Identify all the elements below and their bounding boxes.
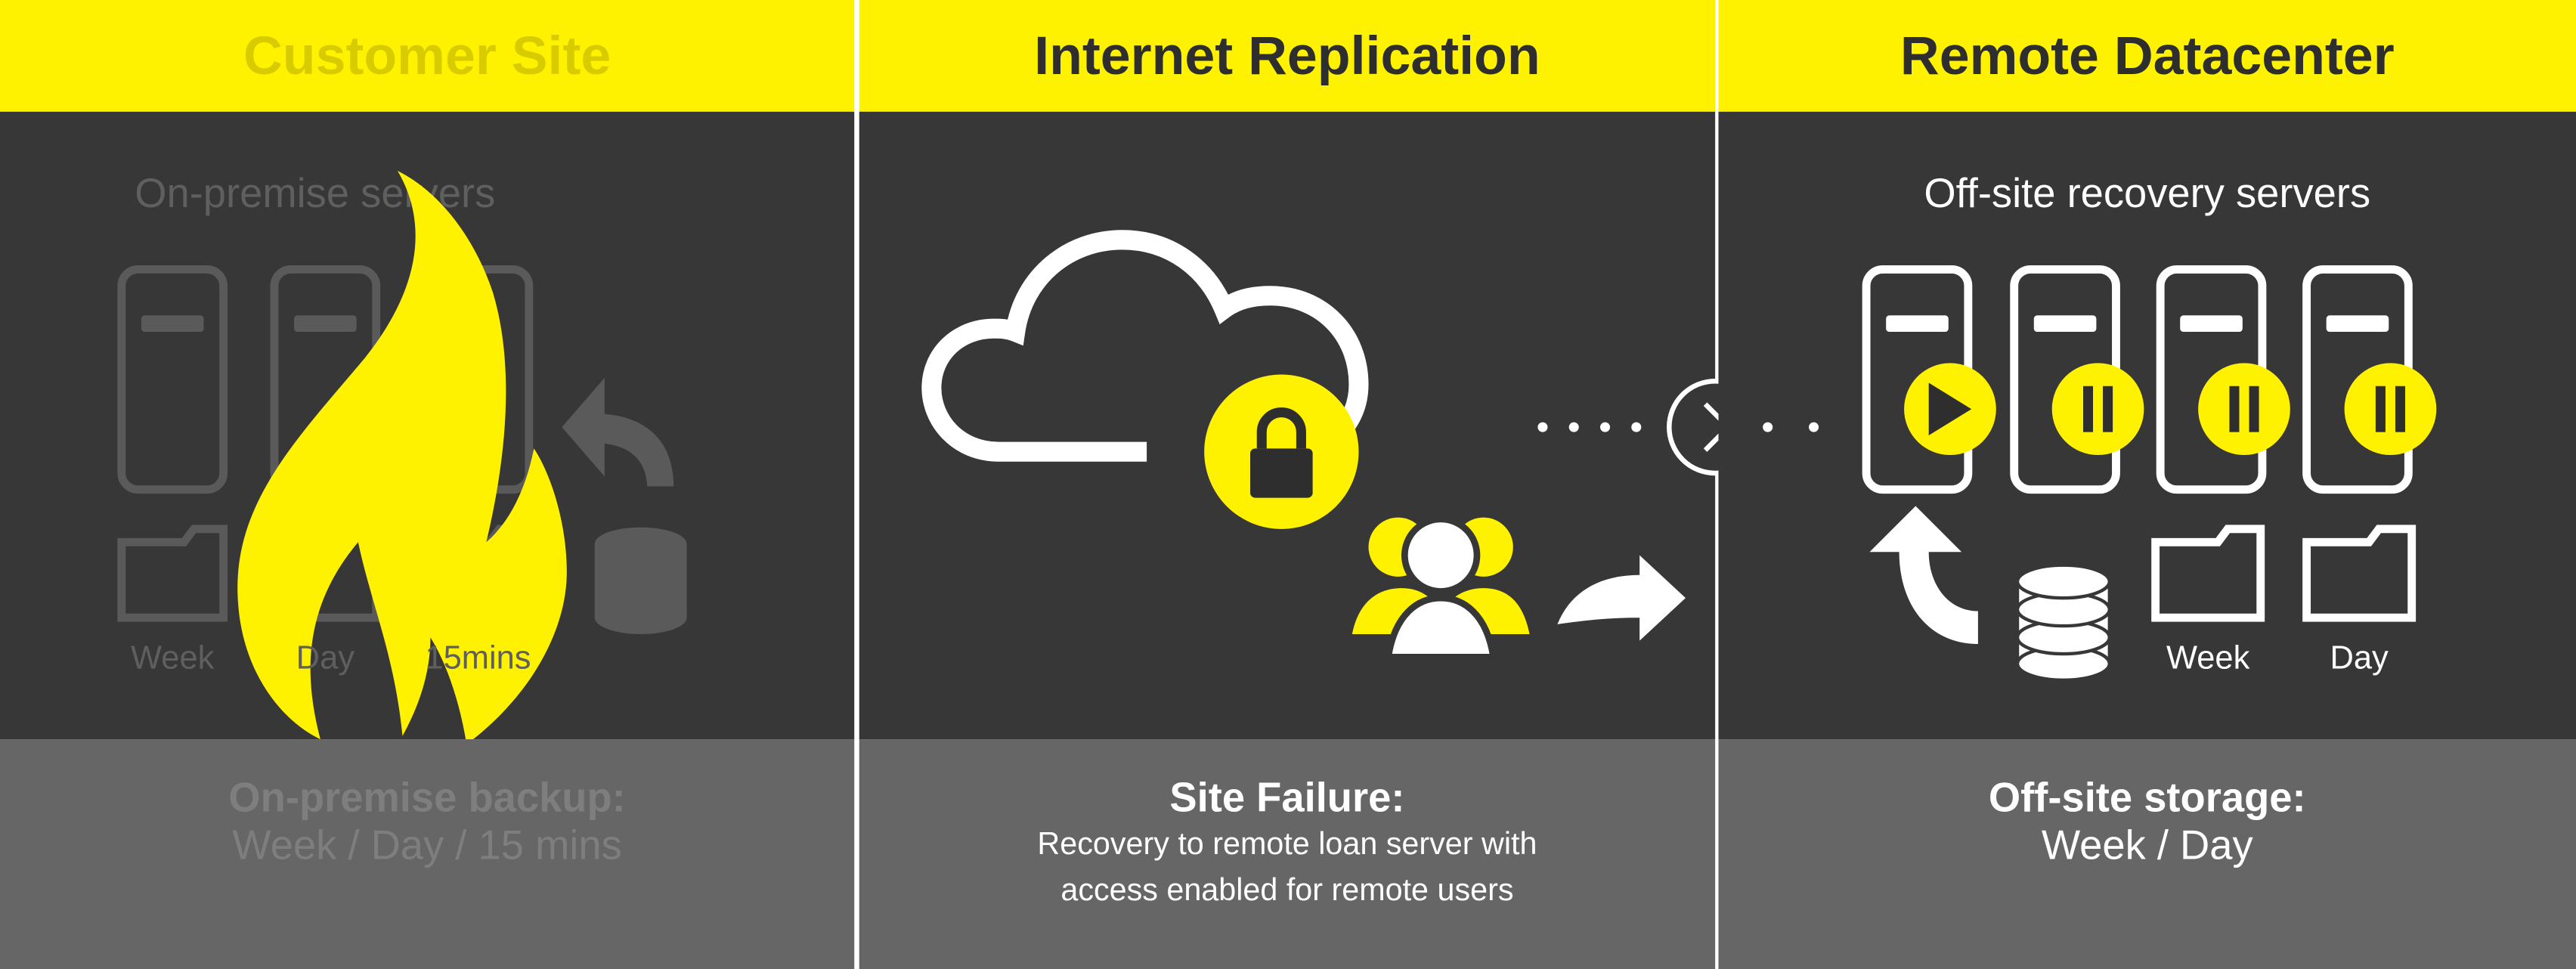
lock-icon [1204,374,1359,529]
panel-footer: Off-site storage: Week / Day [1718,739,2576,969]
on-premise-icons [117,171,687,745]
panel-footer: Site Failure: Recovery to remote loan se… [859,739,1716,969]
return-arrow-icon [562,377,674,487]
users-icon [1351,515,1530,661]
footer-title: Site Failure: [1169,775,1405,822]
fire-icon [237,171,567,745]
panel-customer-site: Customer Site On-premise servers Week Da… [0,0,855,969]
panel-title: Internet Replication [859,0,1716,112]
panel-title: Remote Datacenter [1718,0,2576,112]
panel-title: Customer Site [0,0,855,112]
panel-internet-replication: Internet Replication Site Failure: Recov… [859,0,1764,969]
subtitle: Off-site recovery servers [1924,171,2371,217]
footer-line: access enabled for remote users [1060,874,1514,909]
footer-text: Week / Day / 15 mins [232,822,622,869]
panel-body [859,111,1764,740]
database-icon [2015,563,2111,683]
panel-body: Off-site recovery servers Week Day [1718,111,2576,740]
pause-icon [2344,363,2437,456]
folder-icon [2302,525,2417,622]
panel-body: On-premise servers Week Day 15mins [0,111,855,745]
dots [1537,422,1642,432]
label-day: Day [2330,640,2389,677]
footer-line: Recovery to remote loan server with [1037,828,1537,863]
replication-icons [921,230,1764,661]
folder-icon [2151,525,2265,622]
recovery-icons [1763,265,2437,683]
label-week: Week [2166,640,2250,677]
arrow-icon [1557,555,1686,641]
return-arrow-icon [1869,506,1978,645]
label-week: Week [131,640,215,677]
cloud-icon [921,230,1369,462]
label-15mins: 15mins [425,640,531,677]
pause-icon [2198,363,2290,456]
panel-remote-datacenter: Remote Datacenter Off-site recovery serv… [1718,0,2576,969]
footer-text: Week / Day [2041,822,2253,869]
panel-footer: On-premise backup: Week / Day / 15 mins [0,739,855,969]
footer-title: Off-site storage: [1988,775,2306,822]
play-icon [1904,363,1996,456]
pause-icon [2051,363,2144,456]
folder-icon [117,525,228,622]
footer-title: On-premise backup: [228,775,626,822]
database-icon [594,527,687,634]
server-icon [117,265,228,494]
label-day: Day [296,640,355,677]
